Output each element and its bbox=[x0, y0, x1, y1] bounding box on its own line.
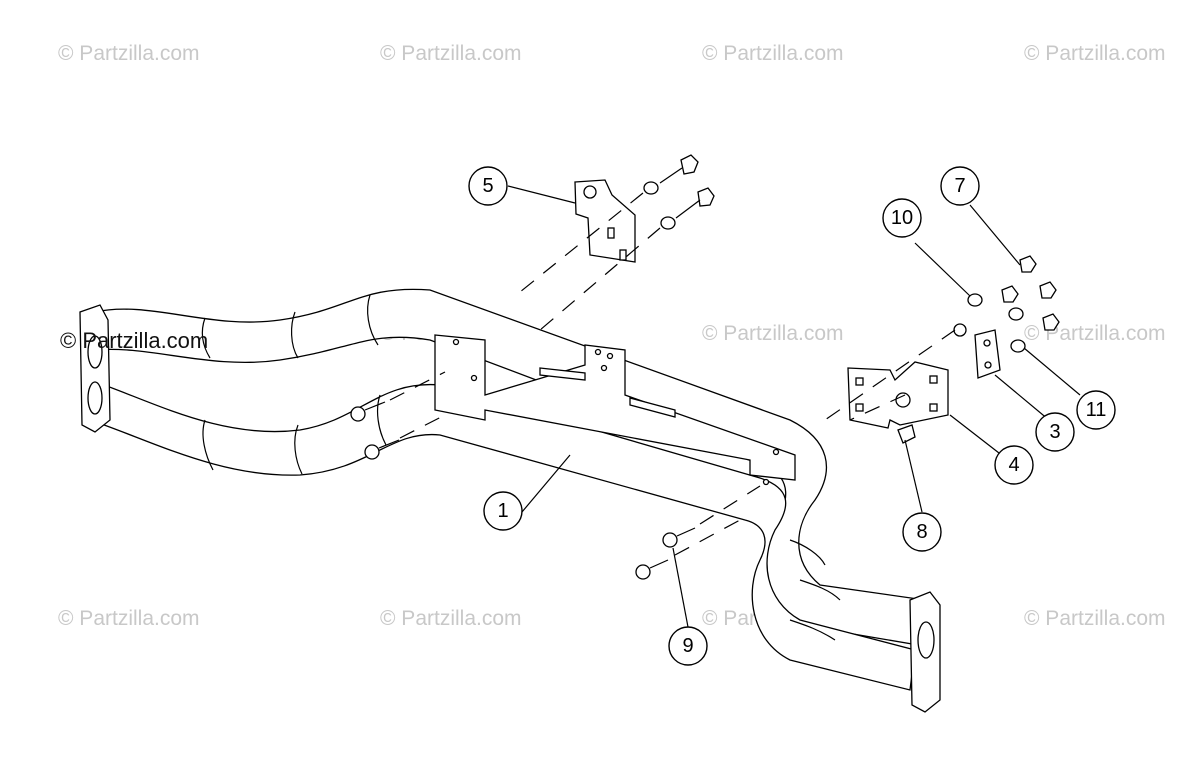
center-mount-plate bbox=[434, 334, 796, 481]
plate-hole bbox=[772, 448, 780, 456]
plate-hole bbox=[594, 348, 602, 356]
bumper-tube-assembly bbox=[79, 288, 941, 713]
washer bbox=[953, 323, 967, 337]
callout-label: 1 bbox=[497, 500, 508, 522]
carriage-bolt bbox=[364, 444, 380, 460]
nut-7 bbox=[1019, 255, 1037, 273]
bracket-slot bbox=[929, 403, 938, 412]
bracket-slot bbox=[855, 403, 864, 412]
bolts bbox=[350, 371, 761, 580]
washer bbox=[660, 216, 676, 230]
plate-slot bbox=[539, 367, 586, 381]
tube-segment-lines bbox=[201, 294, 841, 641]
left-end-slot bbox=[87, 381, 103, 415]
leader-9 bbox=[672, 547, 689, 628]
left-end-slot bbox=[87, 335, 103, 369]
carriage-bolt bbox=[350, 406, 366, 422]
washer bbox=[643, 181, 659, 195]
callout-1: 1 bbox=[483, 491, 523, 531]
callout-label: 5 bbox=[482, 175, 493, 197]
plate-hole bbox=[600, 364, 608, 372]
watermark: © Partzilla.com bbox=[58, 607, 200, 630]
bracket-5 bbox=[574, 179, 636, 263]
plate-hole bbox=[984, 361, 992, 369]
callout-10: 10 bbox=[882, 198, 922, 238]
nut bbox=[680, 154, 699, 175]
leader-lines bbox=[507, 185, 1081, 628]
plate-3 bbox=[974, 329, 1001, 379]
callout-11: 11 bbox=[1076, 390, 1116, 430]
carriage-bolt-9 bbox=[662, 532, 678, 548]
watermark: © Partzilla.com bbox=[1024, 42, 1166, 65]
callout-3: 3 bbox=[1035, 412, 1075, 452]
callout-label: 9 bbox=[682, 635, 693, 657]
washer-10 bbox=[967, 293, 983, 307]
watermark: © Partzilla.com bbox=[702, 322, 844, 345]
nut bbox=[1039, 281, 1057, 299]
watermark-overlay: © Partzilla.com bbox=[60, 328, 208, 353]
leader-4 bbox=[949, 414, 1009, 461]
callout-8: 8 bbox=[902, 512, 942, 552]
callout-label: 3 bbox=[1049, 421, 1060, 443]
leader-5 bbox=[507, 185, 576, 204]
washer-11 bbox=[1010, 339, 1026, 353]
leader-1 bbox=[521, 454, 571, 513]
callout-4: 4 bbox=[994, 445, 1034, 485]
bracket-slot bbox=[929, 375, 938, 384]
callout-7: 7 bbox=[940, 166, 980, 206]
leader-7 bbox=[969, 204, 1021, 266]
watermark: © Partzilla.com bbox=[380, 42, 522, 65]
watermark: © Partzilla.com bbox=[1024, 322, 1166, 345]
bracket-slot bbox=[855, 377, 864, 386]
nut bbox=[1001, 285, 1019, 303]
callout-label: 8 bbox=[916, 521, 927, 543]
carriage-bolt bbox=[895, 392, 911, 408]
callout-5: 5 bbox=[468, 166, 508, 206]
right-bracket-assembly bbox=[824, 255, 1060, 444]
plate-hole bbox=[983, 339, 991, 347]
callout-9: 9 bbox=[668, 626, 708, 666]
watermark: © Partzilla.com bbox=[380, 607, 522, 630]
plate-hole bbox=[762, 478, 770, 486]
plate-hole bbox=[470, 374, 478, 382]
washer bbox=[1008, 307, 1024, 321]
carriage-bolt bbox=[635, 564, 651, 580]
callout-label: 4 bbox=[1008, 454, 1019, 476]
right-end-slot bbox=[917, 621, 935, 659]
callout-label: 11 bbox=[1086, 399, 1107, 421]
leader-8 bbox=[904, 439, 923, 513]
callout-label: 10 bbox=[891, 207, 913, 229]
nut bbox=[697, 187, 715, 207]
watermark: © Partzilla.com bbox=[702, 42, 844, 65]
plate-hole bbox=[452, 338, 460, 346]
plate-slot bbox=[629, 397, 676, 418]
nut bbox=[1042, 313, 1060, 331]
bracket-slot bbox=[619, 249, 627, 261]
callout-label: 7 bbox=[954, 175, 965, 197]
watermark: © Partzilla.com bbox=[1024, 607, 1166, 630]
watermark: © Partzilla.com bbox=[58, 42, 200, 65]
carriage-bolt-8 bbox=[897, 424, 916, 444]
leader-10 bbox=[914, 242, 971, 297]
bracket-slot bbox=[607, 227, 615, 239]
plate-hole bbox=[606, 352, 614, 360]
bracket-hole bbox=[583, 185, 597, 199]
bracket-5-assembly bbox=[519, 154, 715, 331]
leader-11 bbox=[1023, 347, 1081, 396]
